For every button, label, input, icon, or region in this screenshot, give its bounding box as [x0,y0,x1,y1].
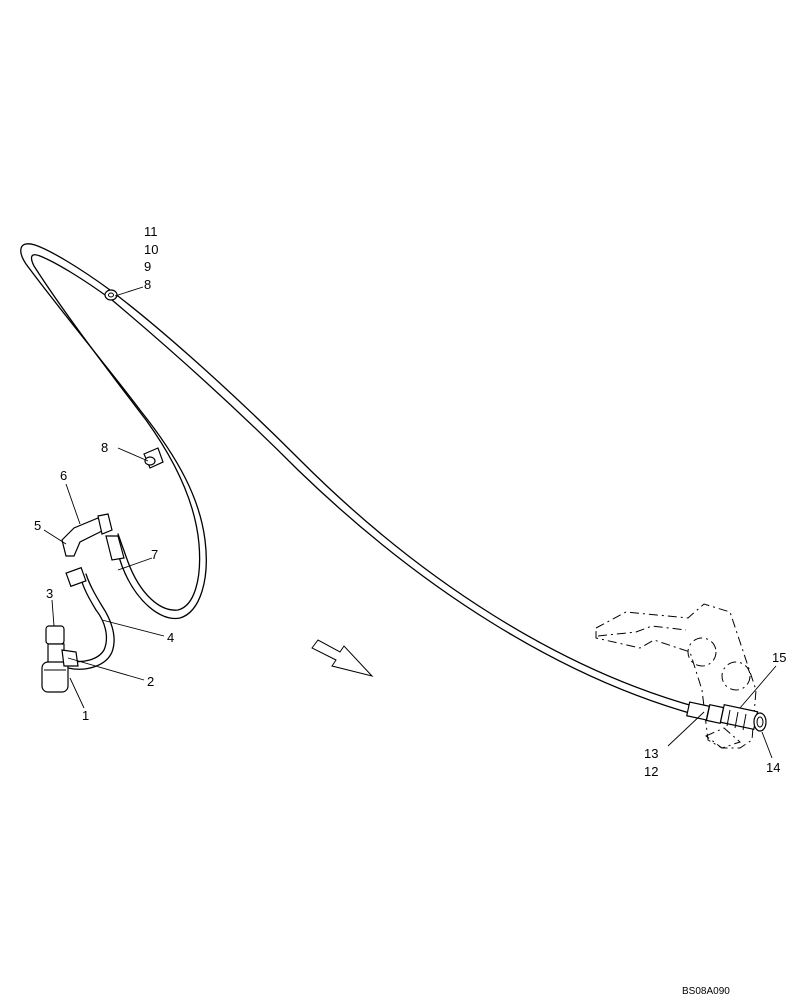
callout-5: 5 [34,518,41,533]
callout-8-lower: 8 [101,440,108,455]
callout-14: 14 [766,760,780,775]
callout-4: 4 [167,630,174,645]
callout-12: 12 [644,764,658,779]
callout-11: 11 [144,224,158,239]
elbow-fitting [61,513,125,588]
callout-13: 13 [644,746,658,761]
clamp-lower [143,447,164,469]
long-hose [20,243,701,717]
short-hose [65,573,115,670]
callout-6: 6 [60,468,67,483]
callout-8-upper: 8 [144,277,151,292]
clamp-upper [104,289,118,301]
leader-lines [43,286,777,759]
callout-3: 3 [46,586,53,601]
callout-7: 7 [151,547,158,562]
callout-1: 1 [82,708,89,723]
tee-fitting [41,625,79,693]
callout-9: 9 [144,259,151,274]
direction-arrow [311,639,374,677]
callout-labels: 11 10 9 8 8 6 5 7 3 4 2 1 15 13 12 14 [34,224,786,779]
callout-15: 15 [772,650,786,665]
callout-10: 10 [144,242,158,257]
drawing-code: BS08A090 [682,986,730,997]
phantom-mounting-bracket [595,603,757,749]
quick-coupler [686,701,767,732]
callout-2: 2 [147,674,154,689]
